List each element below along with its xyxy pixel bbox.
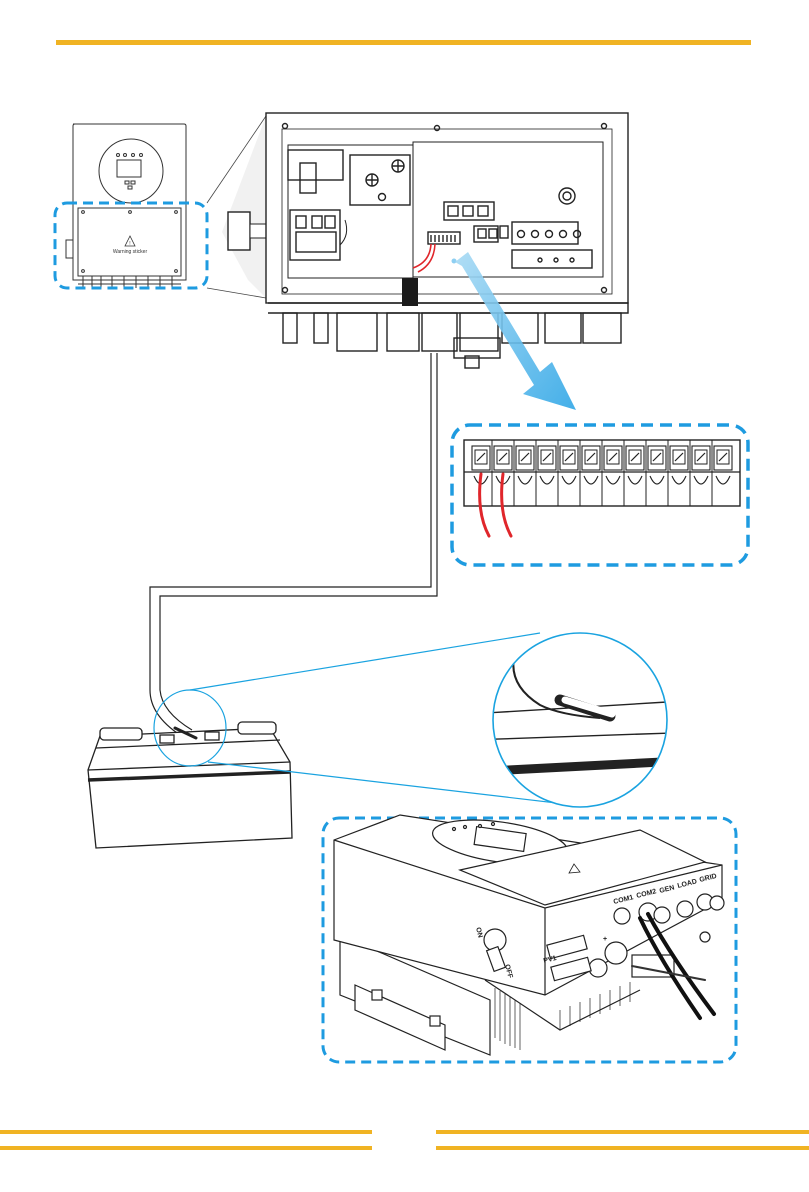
bottom-accent-bars — [0, 1130, 809, 1150]
sensor-cable — [150, 353, 437, 735]
top-accent-bar — [56, 40, 751, 45]
cable-sleeve — [402, 278, 418, 306]
small-inverter — [66, 124, 186, 288]
battery-zoom-circle — [470, 633, 700, 807]
small-inverter-sticker-label: Warning sticker — [113, 249, 148, 255]
open-inverter — [266, 113, 628, 368]
iso-inverter — [334, 813, 724, 1055]
side-switch — [228, 212, 250, 250]
svg-text:!: ! — [129, 241, 130, 247]
plus-label: + — [603, 936, 607, 943]
battery — [88, 722, 292, 848]
zoom-wedge — [222, 116, 266, 298]
